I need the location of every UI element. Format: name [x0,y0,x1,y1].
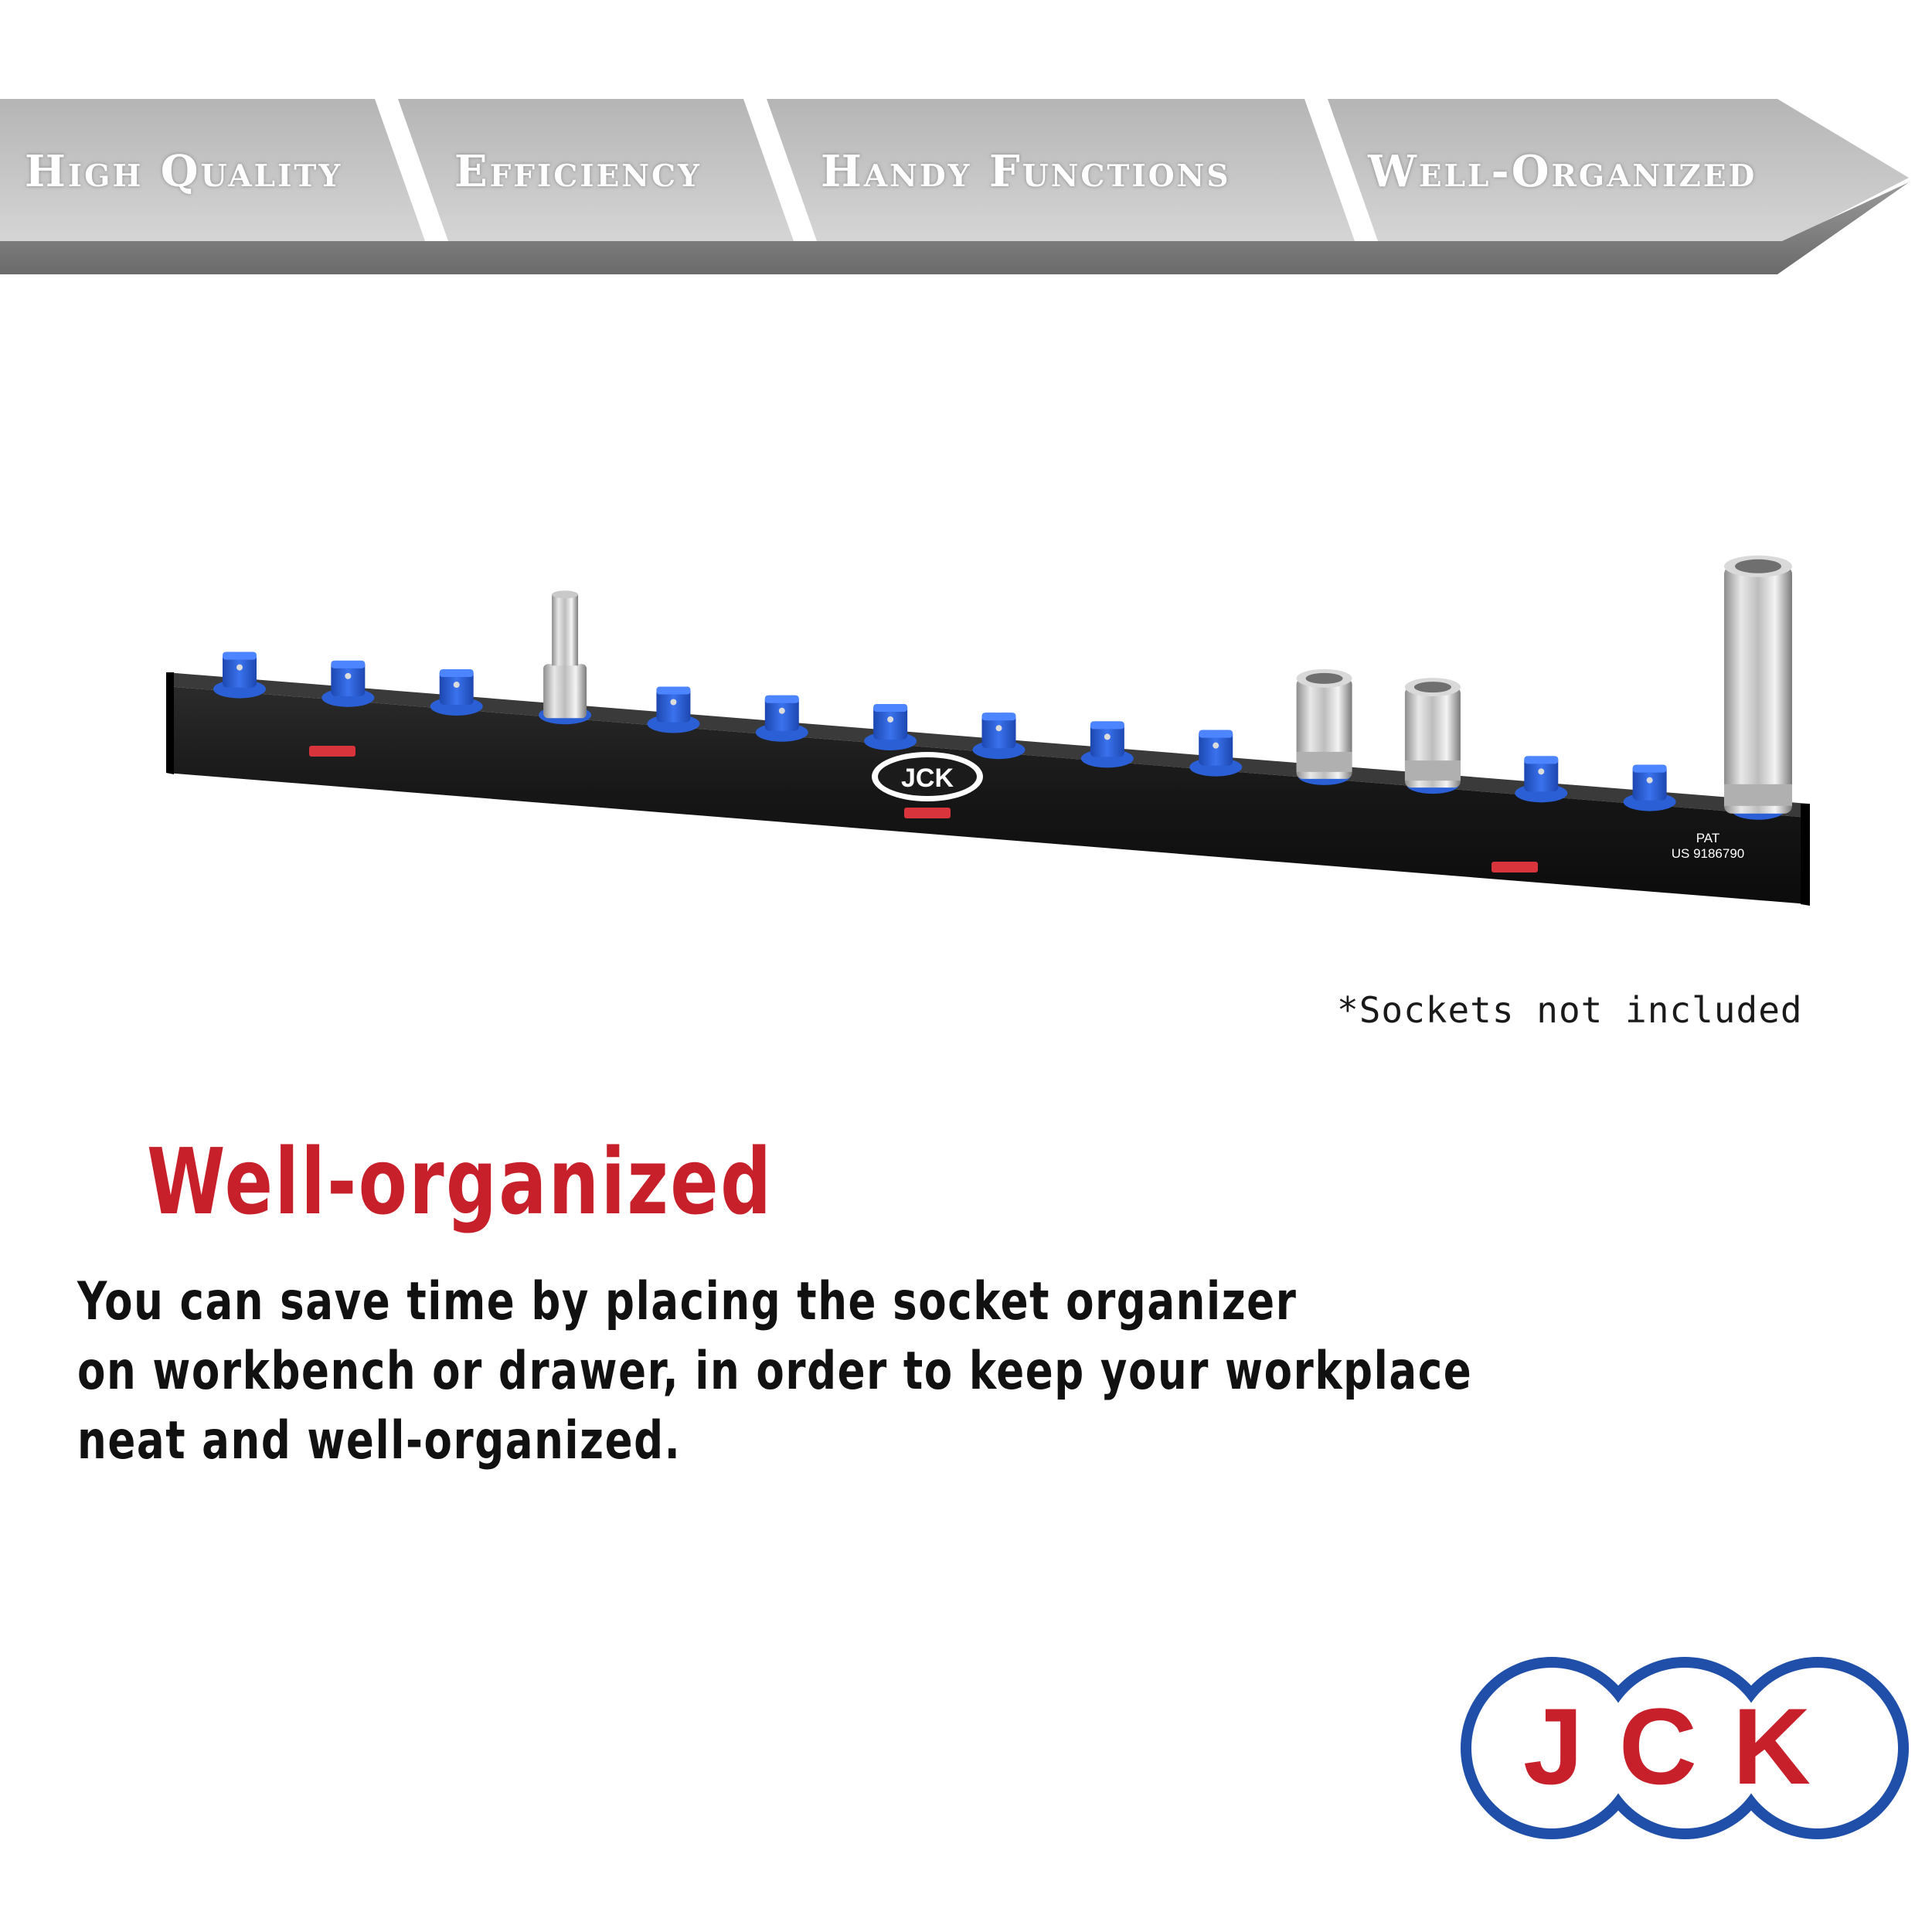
hex-bit-socket [543,590,587,719]
socket-clip [213,651,266,699]
socket-clip [430,669,483,716]
socket-clip [972,713,1026,760]
tab-well-organized: Well-Organized [1368,146,1757,197]
headline: Well-organized [147,1128,774,1235]
rail-front-face [166,686,1808,904]
socket-clip [864,703,917,750]
mounting-tab [309,746,355,757]
patent-label: PAT [1696,831,1720,845]
socket-clip [1080,721,1134,768]
description: You can save time by placing the socket … [77,1267,1932,1476]
socket-clip [321,660,375,707]
socket-clip [1515,756,1568,803]
patent-number: US 9186790 [1672,846,1745,861]
disclaimer-text: *Sockets not included [1337,989,1803,1031]
tab-high-quality: High Quality [25,146,343,197]
description-line: on workbench or drawer, in order to keep… [77,1341,1473,1402]
mounting-tab [904,808,951,818]
svg-text:JCK: JCK [901,764,954,793]
description-line: You can save time by placing the socket … [77,1271,1298,1332]
jck-brand-logo: JCK [1461,1654,1909,1843]
socket [1296,668,1352,779]
socket-rail: JCK PAT US 9186790 [166,555,1810,906]
socket [1404,678,1461,788]
socket-organizer-illustration: JCK PAT US 9186790 [155,541,1839,943]
socket-clip [647,686,700,733]
socket-clip [1623,764,1676,811]
jck-logo-mark: JCK [1461,1657,1909,1839]
logo-lettering: JCK [1523,1685,1846,1807]
socket-clip [755,695,808,742]
socket [1724,555,1792,814]
socket-clip [1189,730,1243,777]
tab-handy-functions: Handy Functions [821,146,1231,197]
tab-efficiency: Efficiency [454,146,702,197]
description-line: neat and well-organized. [77,1410,682,1471]
banner-arrow-shape [0,99,1909,274]
rail-jck-logo: JCK [872,752,983,801]
mounting-tab [1492,862,1538,872]
feature-banner: High Quality Efficiency Handy Functions … [0,0,1932,294]
